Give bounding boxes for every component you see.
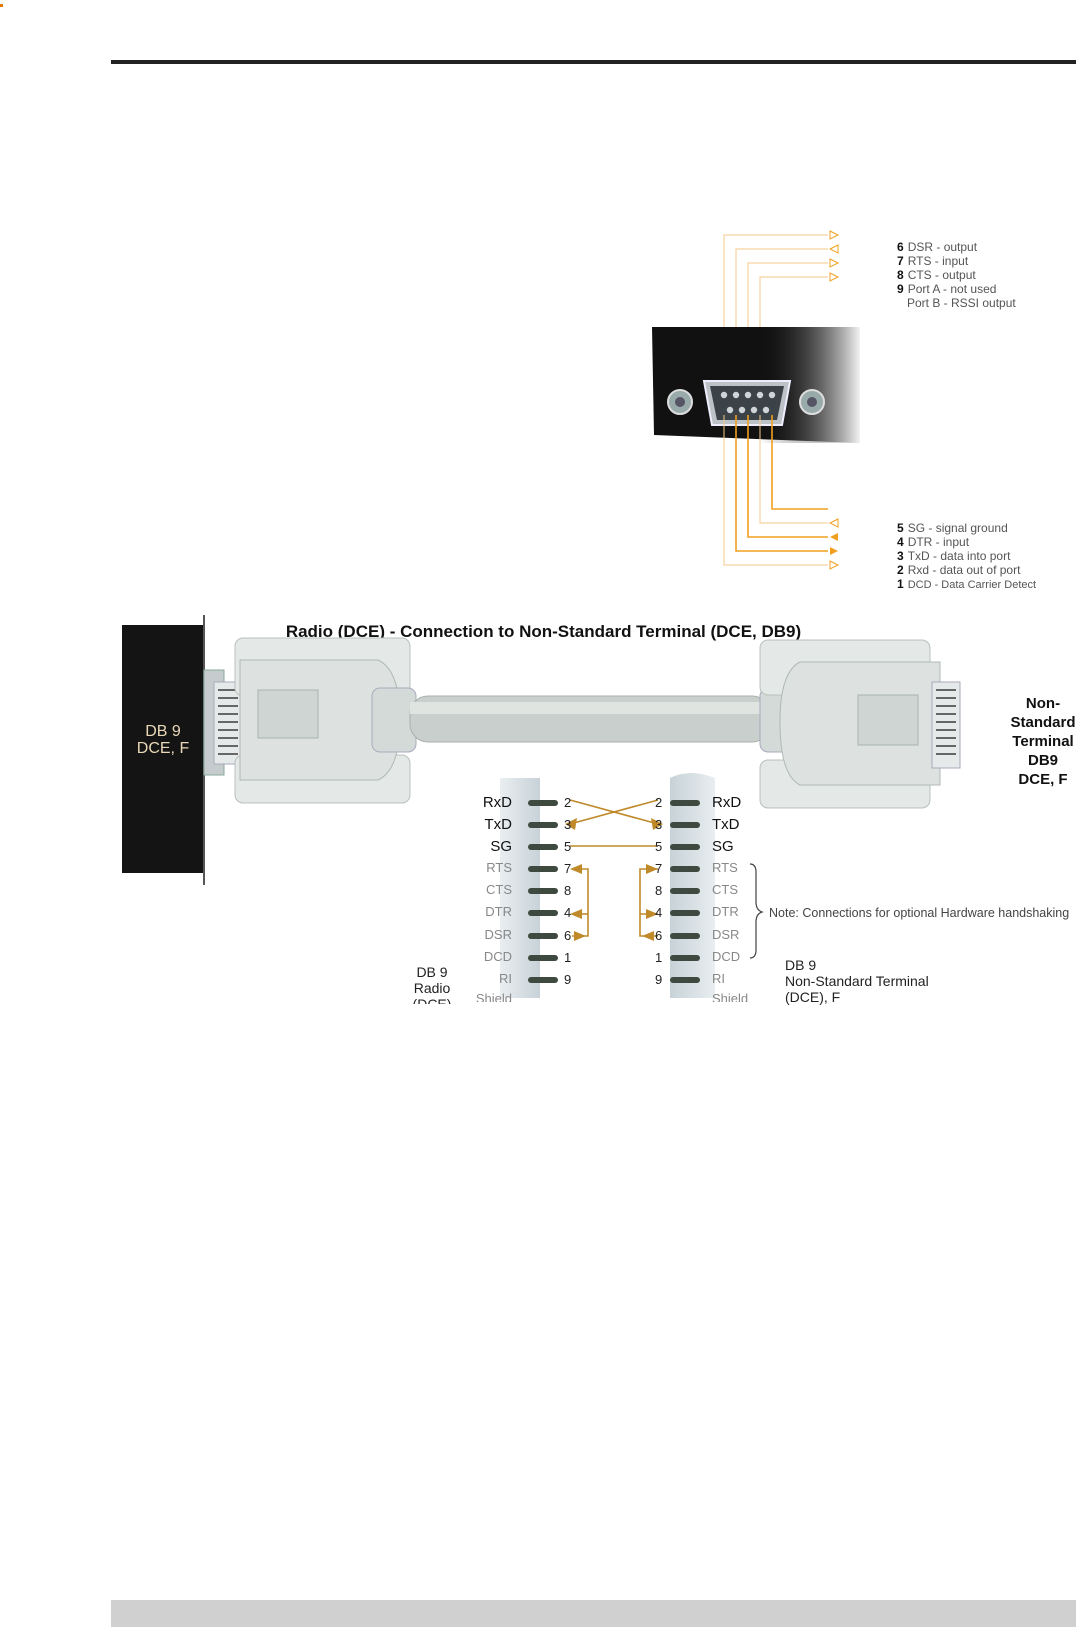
left-signal-dsr: DSR <box>484 927 512 942</box>
right-pin-number: 9 <box>655 972 663 987</box>
diagram-title: Radio (DCE) - Connection to Non-Standard… <box>285 622 802 641</box>
right-pin-contact <box>670 955 700 961</box>
right-pin-contact <box>670 844 700 850</box>
right-signal-rxd: RxD <box>712 794 742 811</box>
right-signal-sg: SG <box>712 838 734 855</box>
left-pin-number: 2 <box>564 795 572 810</box>
radio-panel <box>122 625 204 873</box>
right-signal-cts: CTS <box>712 882 738 897</box>
right-pin-number: 6 <box>655 928 663 943</box>
wire-arrowheads <box>565 818 663 941</box>
left-signal-cts: CTS <box>486 882 512 897</box>
bottom-leader-lines <box>723 415 828 566</box>
right-pin-contact <box>670 933 700 939</box>
left-pin-number: 1 <box>564 950 572 965</box>
db9-pins <box>720 391 776 414</box>
right-plug-pins <box>936 689 956 755</box>
right-plug-pins-housing <box>931 681 961 769</box>
bottom-direction-arrows <box>828 518 840 570</box>
left-pin-contact <box>528 800 558 806</box>
left-signal-dtr: DTR <box>485 904 512 919</box>
left-pin-contact <box>528 910 558 916</box>
left-pin-contact <box>528 822 558 828</box>
left-strain-relief <box>371 687 417 753</box>
bottom-cutoff <box>410 998 810 1010</box>
right-pin-contact <box>670 866 700 872</box>
right-pin-contact <box>670 800 700 806</box>
wiring <box>569 799 659 937</box>
pin-9-portb-label: Port B - RSSI output <box>907 296 1016 310</box>
right-pin-contact <box>670 822 700 828</box>
right-signal-dcd: DCD <box>712 949 741 964</box>
pin-contacts <box>528 800 700 983</box>
right-pin-number: 7 <box>655 861 663 876</box>
left-signal-ri: RI <box>499 971 512 986</box>
top-direction-arrows <box>828 230 840 282</box>
right-pin-number: 1 <box>655 950 663 965</box>
right-pin-number: 5 <box>655 839 663 854</box>
left-pin-number: 5 <box>564 839 572 854</box>
left-pin-contact <box>528 933 558 939</box>
corner-mark <box>0 4 3 7</box>
handshake-note: Note: Connections for optional Hardware … <box>769 906 1070 920</box>
left-pin-contact <box>528 955 558 961</box>
left-pin-number: 3 <box>564 817 572 832</box>
left-pin-number: 9 <box>564 972 572 987</box>
right-signal-ri: RI <box>712 971 725 986</box>
right-screw-hole <box>807 397 817 407</box>
left-pin-strip <box>500 778 540 1005</box>
left-pin-contact <box>528 844 558 850</box>
left-pin-number: 7 <box>564 861 572 876</box>
left-signal-rxd: RxD <box>482 794 512 811</box>
left-signal-txd: TxD <box>484 816 513 833</box>
right-signal-rts: RTS <box>712 860 738 875</box>
left-pin-number: 8 <box>564 883 572 898</box>
left-signal-dcd: DCD <box>483 949 512 964</box>
right-pin-number: 8 <box>655 883 663 898</box>
right-hood-grip <box>857 694 919 746</box>
left-signal-rts: RTS <box>486 860 512 875</box>
left-plug-pins <box>218 689 238 755</box>
left-pin-contact <box>528 866 558 872</box>
right-signal-dsr: DSR <box>712 927 740 942</box>
cable-connection-diagram <box>122 615 961 1010</box>
right-pin-contact <box>670 910 700 916</box>
right-signal-txd: TxD <box>712 816 740 833</box>
left-pin-number: 4 <box>564 905 572 920</box>
right-pin-number: 3 <box>655 817 663 832</box>
left-pin-number: 6 <box>564 928 572 943</box>
db9-face <box>710 386 784 420</box>
right-pin-number: 2 <box>655 795 663 810</box>
right-pin-number: 4 <box>655 905 663 920</box>
db9-pinout-diagram <box>652 230 860 570</box>
left-signal-shield: Shield <box>475 991 512 1002</box>
cable-highlight <box>410 702 770 714</box>
footer-bar <box>111 1600 1076 1627</box>
left-hood-grip <box>257 689 319 739</box>
right-signal-shield: Shield <box>712 991 749 1002</box>
header-rule <box>111 60 1076 64</box>
right-signal-dtr: DTR <box>712 904 739 919</box>
left-pin-contact <box>528 977 558 983</box>
handshake-brace <box>749 863 764 959</box>
left-signal-sg: SG <box>490 838 512 855</box>
left-pin-contact <box>528 888 558 894</box>
right-pin-contact <box>670 888 700 894</box>
right-pin-contact <box>670 977 700 983</box>
left-screw-hole <box>675 397 685 407</box>
